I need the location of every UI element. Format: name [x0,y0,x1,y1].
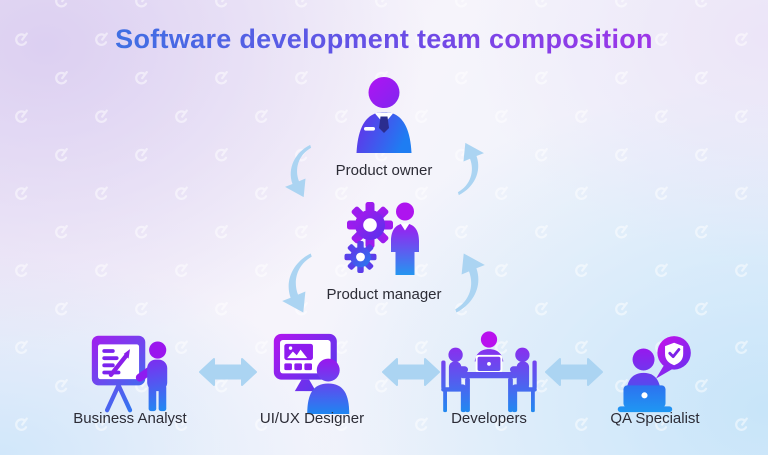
designer-developers-arrow-icon [382,358,440,386]
developers-icon [441,331,537,413]
e-logo-watermark-icon [615,0,628,8]
e-logo-watermark-icon [655,263,668,278]
e-logo-watermark-icon [55,0,68,8]
product-owner-icon [356,77,412,153]
uiux-designer-icon [273,333,350,414]
e-logo-watermark-icon [695,0,708,8]
e-logo-watermark-icon [655,109,668,124]
e-logo-watermark-icon [455,71,468,85]
e-logo-watermark-icon [735,109,748,124]
e-logo-watermark-icon [55,302,68,316]
e-logo-watermark-icon [575,186,588,201]
e-logo-watermark-icon [615,225,628,239]
e-logo-watermark-icon [255,186,268,201]
e-logo-watermark-icon [735,340,748,355]
node-developers: Developers [409,330,569,428]
e-logo-watermark-icon [535,225,548,239]
analyst-designer-arrow-icon [199,358,257,386]
e-logo-watermark-icon [135,148,148,162]
e-logo-watermark-icon [455,225,468,239]
e-logo-watermark-icon [735,417,748,432]
node-label-developers: Developers [451,410,527,427]
e-logo-watermark-icon [15,109,28,124]
e-logo-watermark-icon [215,225,228,239]
e-logo-watermark-icon [15,263,28,278]
e-logo-watermark-icon [215,0,228,8]
e-logo-watermark-icon [255,109,268,124]
e-logo-watermark-icon [295,225,308,239]
e-logo-watermark-icon [55,71,68,85]
node-uiux-designer: UI/UX Designer [232,330,392,428]
e-logo-watermark-icon [215,71,228,85]
node-qa-specialist: QA Specialist [575,328,735,428]
e-logo-watermark-icon [15,186,28,201]
e-logo-watermark-icon [295,0,308,8]
e-logo-watermark-icon [695,302,708,316]
cycle-arrow-top-left-icon [285,144,312,198]
e-logo-watermark-icon [95,109,108,124]
e-logo-watermark-icon [135,71,148,85]
e-logo-watermark-icon [455,0,468,8]
cycle-arrow-bottom-right-icon [455,253,485,313]
e-logo-watermark-icon [175,109,188,124]
e-logo-watermark-icon [375,302,388,316]
e-logo-watermark-icon [495,109,508,124]
e-logo-watermark-icon [95,263,108,278]
e-logo-watermark-icon [415,186,428,201]
page-title: Software development team composition [0,24,768,55]
node-label-product-manager: Product manager [326,286,442,303]
business-analyst-icon [91,335,168,413]
node-label-business-analyst: Business Analyst [73,410,187,427]
developers-qa-arrow-icon [545,358,603,386]
e-logo-watermark-icon [135,302,148,316]
node-product-owner: Product owner [314,76,454,180]
e-logo-watermark-icon [535,302,548,316]
e-logo-watermark-icon [175,186,188,201]
e-logo-watermark-icon [695,148,708,162]
e-logo-watermark-icon [55,225,68,239]
e-logo-watermark-icon [495,263,508,278]
e-logo-watermark-icon [735,186,748,201]
e-logo-watermark-icon [15,340,28,355]
cycle-arrow-bottom-left-icon [282,253,312,313]
product-manager-icon [344,202,419,275]
e-logo-watermark-icon [535,0,548,8]
node-label-product-owner: Product owner [335,162,433,179]
e-logo-watermark-icon [615,148,628,162]
e-logo-watermark-icon [575,109,588,124]
node-label-uiux-designer: UI/UX Designer [259,410,365,427]
qa-specialist-icon [617,336,691,413]
e-logo-watermark-icon [535,71,548,85]
e-logo-watermark-icon [335,186,348,201]
e-logo-watermark-icon [615,71,628,85]
e-logo-watermark-icon [495,186,508,201]
e-logo-watermark-icon [15,417,28,432]
e-logo-watermark-icon [215,302,228,316]
e-logo-watermark-icon [575,263,588,278]
e-logo-watermark-icon [295,71,308,85]
e-logo-watermark-icon [215,148,228,162]
e-logo-watermark-icon [375,0,388,8]
e-logo-watermark-icon [135,0,148,8]
e-logo-watermark-icon [95,186,108,201]
node-label-qa-specialist: QA Specialist [610,410,700,427]
e-logo-watermark-icon [695,71,708,85]
e-logo-watermark-icon [695,225,708,239]
e-logo-watermark-icon [615,302,628,316]
node-business-analyst: Business Analyst [50,330,210,428]
e-logo-watermark-icon [135,225,148,239]
node-product-manager: Product manager [314,200,454,304]
e-logo-watermark-icon [655,186,668,201]
e-logo-watermark-icon [535,148,548,162]
e-logo-watermark-icon [735,263,748,278]
e-logo-watermark-icon [255,263,268,278]
e-logo-watermark-icon [55,148,68,162]
cycle-arrow-top-right-icon [457,142,484,196]
e-logo-watermark-icon [175,263,188,278]
